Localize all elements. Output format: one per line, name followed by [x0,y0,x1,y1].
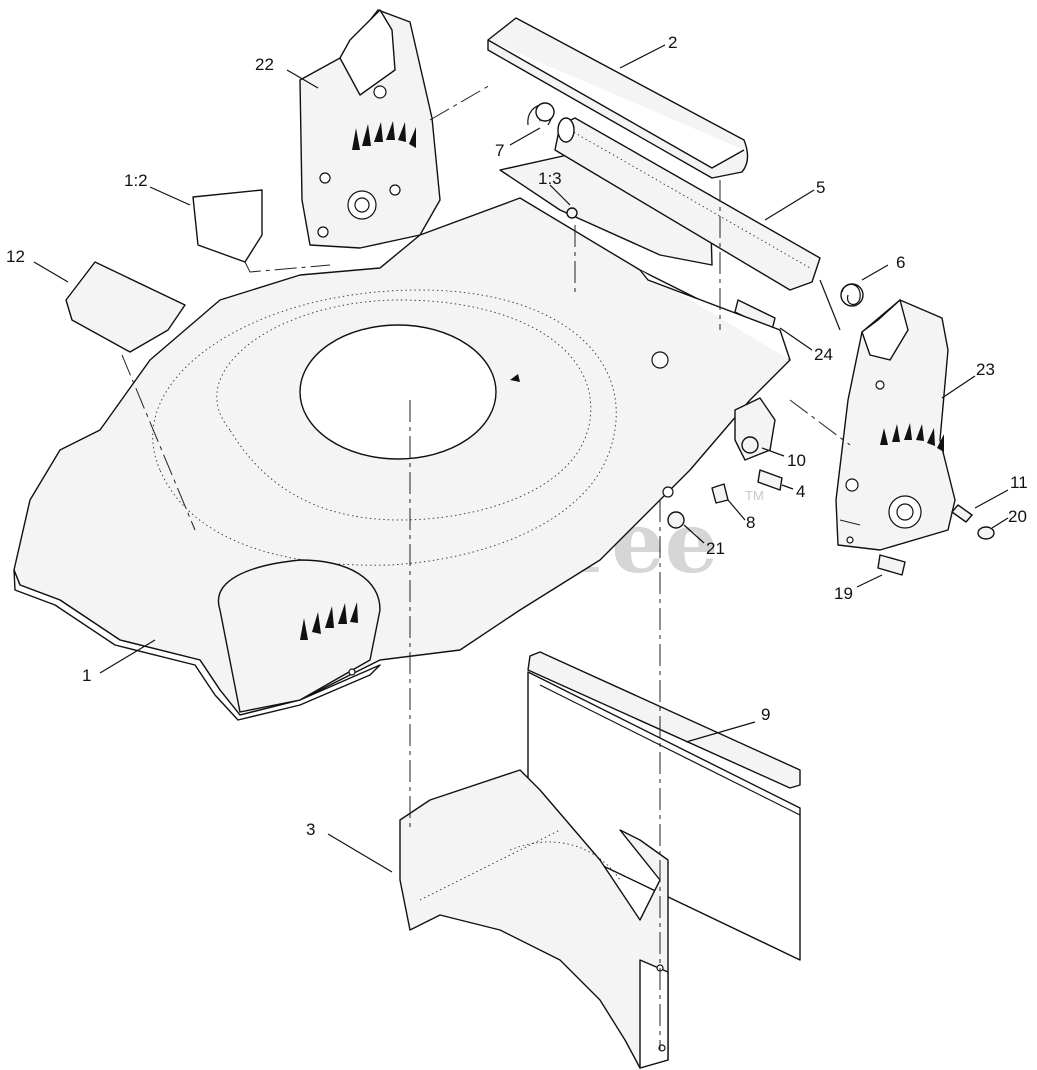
callout-19: 19 [834,584,853,603]
part-11-washer [951,504,973,523]
callout-1-2: 1:2 [124,171,148,190]
fasteners [566,207,995,576]
part-22-left-adjuster [299,9,441,249]
callout-20: 20 [1008,507,1027,526]
callout-10: 10 [787,451,806,470]
callout-5: 5 [816,178,825,197]
callout-21: 21 [706,539,725,558]
callout-7: 7 [495,141,504,160]
callout-22: 22 [255,55,274,74]
callout-24: 24 [814,345,833,364]
part-2-cover [487,17,749,179]
callout-1: 1 [82,666,91,685]
part-7-spring [527,102,555,126]
part-19-bolt [877,554,906,576]
alignment-lines [121,83,861,1050]
part-10-nut [741,436,759,454]
callout-11: 11 [1010,473,1028,492]
part-4-bolt [757,469,783,491]
callout-23: 23 [976,360,995,379]
callout-9: 9 [761,705,770,724]
part-21-nut [667,511,685,529]
watermark-trademark: TM [745,488,764,503]
callout-6: 6 [896,253,905,272]
part-23-right-adjuster [835,299,956,551]
callout-1-3: 1:3 [538,169,562,188]
callout-8: 8 [746,513,755,532]
part-3-chute [399,769,669,1069]
callout-labels: 2 22 7 1:2 12 1:3 5 6 24 23 10 4 8 21 11… [6,33,1028,839]
part-1-deck [13,197,791,721]
part-1-3-pin [566,207,578,219]
part-6-spring [819,279,864,331]
callout-2: 2 [668,33,677,52]
callout-3: 3 [306,820,315,839]
part-20-cap [977,526,995,540]
callout-4: 4 [796,482,805,501]
callout-12: 12 [6,247,25,266]
part-1-2-decal [192,189,331,273]
leader-lines [33,44,1009,873]
part-5-rod-assembly [499,117,821,291]
part-12-decal [65,261,186,353]
